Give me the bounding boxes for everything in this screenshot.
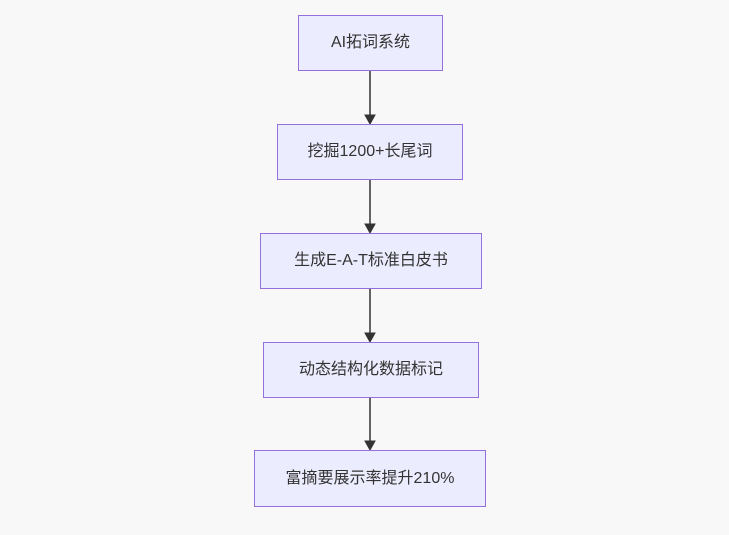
edge-arrow-down-icon — [364, 398, 376, 450]
flow-node-generate-eat-whitepaper: 生成E-A-T标准白皮书 — [260, 233, 482, 289]
edge-arrow-down-icon — [364, 180, 376, 233]
flow-node-label: 动态结构化数据标记 — [298, 361, 443, 379]
edge-arrow-down-icon — [364, 71, 376, 124]
flow-node-label: AI拓词系统 — [330, 34, 411, 52]
flow-node-dynamic-structured-data-markup: 动态结构化数据标记 — [263, 342, 479, 398]
flow-node-label: 生成E-A-T标准白皮书 — [294, 252, 448, 270]
flow-node-mine-longtail-keywords: 挖掘1200+长尾词 — [277, 124, 463, 180]
flow-node-ai-word-expansion-system: AI拓词系统 — [298, 15, 443, 71]
edge-arrow-down-icon — [364, 289, 376, 342]
flow-node-label: 富摘要展示率提升210% — [285, 469, 455, 487]
flow-node-label: 挖掘1200+长尾词 — [307, 143, 433, 161]
flow-node-rich-snippet-rate-increase: 富摘要展示率提升210% — [254, 450, 486, 507]
